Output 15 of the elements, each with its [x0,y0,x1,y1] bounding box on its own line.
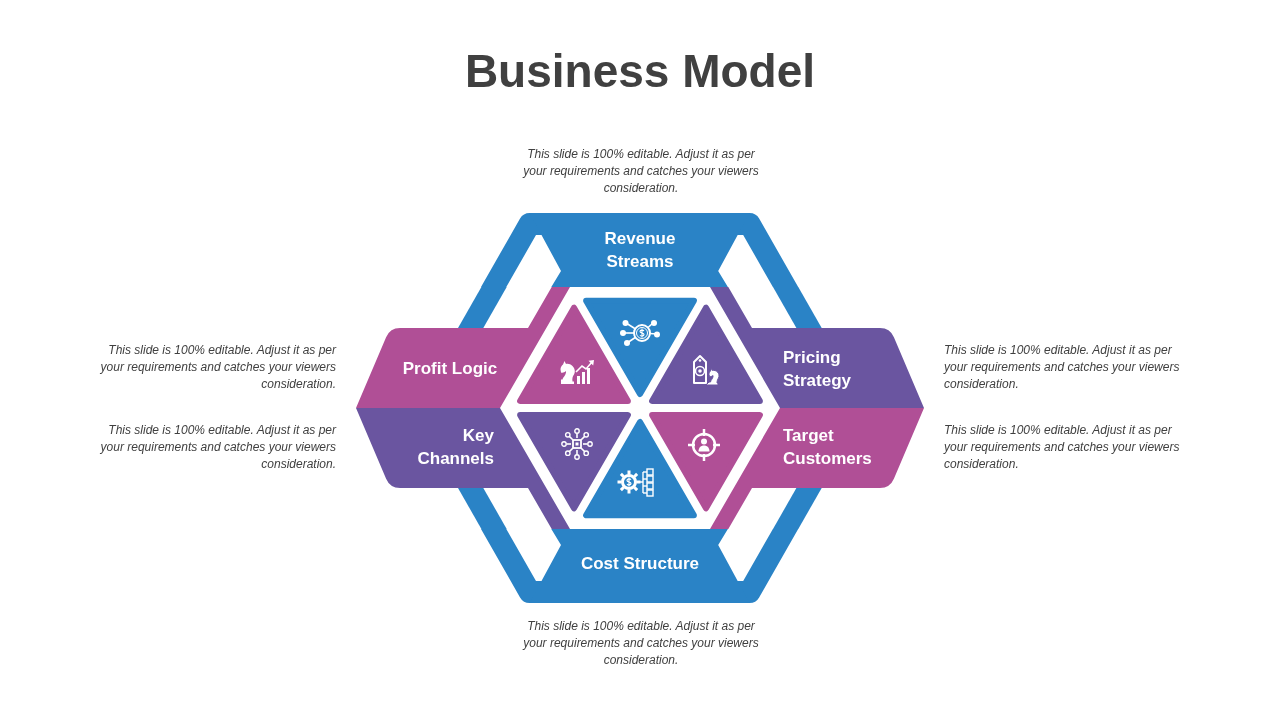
description-text: This slide is 100% editable. Adjust it as per your requirements and catches your viewers consideration. [944,423,1180,471]
title: Business Model [464,45,816,97]
segment-label: Key Channels [417,426,494,468]
trapezoid-segment [481,213,799,287]
segment-label: Cost Structure [580,554,699,573]
description-text: This slide is 100% editable. Adjust it as per your requirements and catches your viewers consideration. [944,343,1180,391]
description-text: This slide is 100% editable. Adjust it as per your requirements and catches your viewers consideration. [523,147,759,195]
segment-label: Pricing Strategy [783,348,852,390]
description-text: This slide is 100% editable. Adjust it as per your requirements and catches your viewers consideration. [100,423,336,471]
segment-label: Target Customers [783,426,872,468]
description-text: This slide is 100% editable. Adjust it as per your requirements and catches your viewers consideration. [523,619,759,667]
segment-label: Profit Logic [402,359,498,378]
trapezoid-segment [481,529,799,603]
segment-label: Revenue Streams [604,229,676,271]
description-text: This slide is 100% editable. Adjust it as per your requirements and catches your viewers consideration. [100,343,336,391]
